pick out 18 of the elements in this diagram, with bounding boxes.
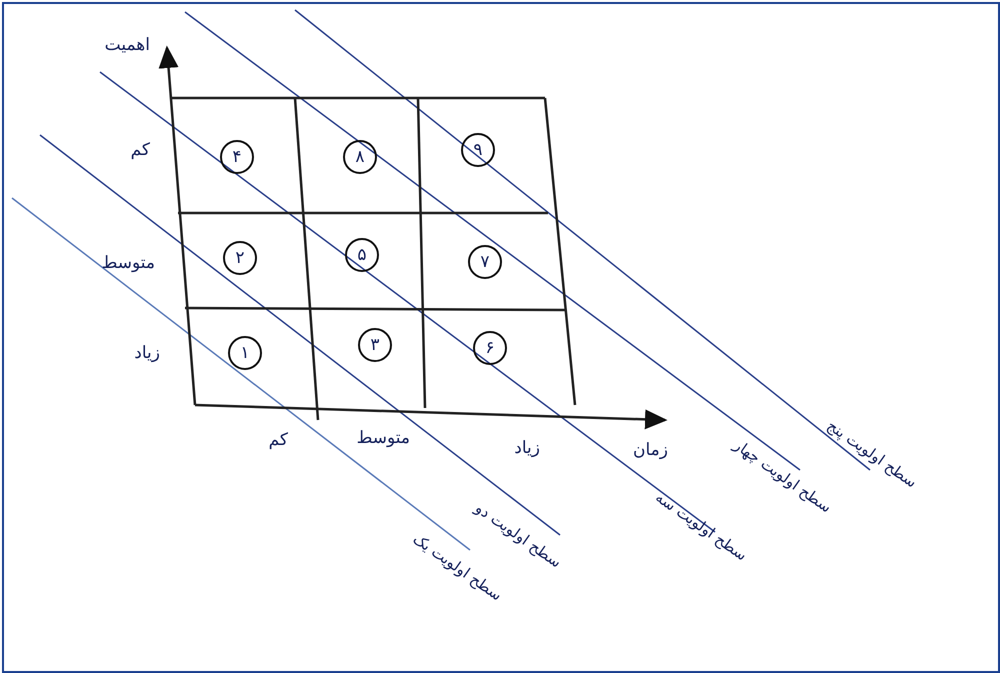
axis-tick-label: زیاد: [134, 343, 160, 363]
axis-tick-label: متوسط: [102, 253, 155, 273]
priority-label: سطح اولویت دو: [472, 498, 566, 572]
number-circle: ۹: [461, 133, 495, 167]
axis-tick-label: کم: [268, 430, 288, 450]
axis-tick-label: کم: [130, 140, 150, 160]
axis-tick-label: متوسط: [356, 428, 410, 448]
number-circle: ۳: [358, 328, 392, 362]
axis-tick-label: زیاد: [514, 438, 540, 458]
number-circle: ۲: [223, 241, 257, 275]
number-circle: ۴: [220, 140, 254, 174]
number-circle: ۵: [345, 238, 379, 272]
axis-title: زمان: [633, 440, 668, 460]
axis-title: اهمیت: [104, 35, 150, 55]
number-circle: ۷: [468, 245, 502, 279]
number-circle: ۱: [228, 336, 262, 370]
number-circle: ۶: [473, 331, 507, 365]
number-circle: ۸: [343, 140, 377, 174]
